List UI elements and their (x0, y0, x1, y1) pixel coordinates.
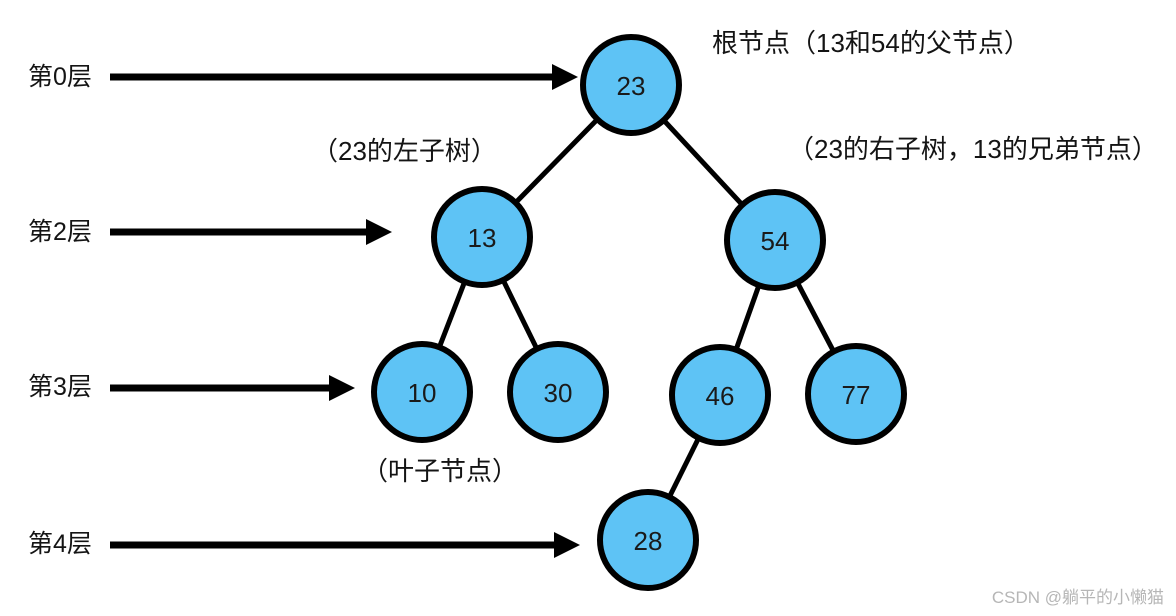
tree-node-23[interactable]: 23 (580, 34, 682, 136)
node-value-label: 28 (634, 526, 663, 556)
annotation-right-subtree-note: （23的右子树，13的兄弟节点） (788, 134, 1158, 164)
annotation-left-subtree-note: （23的左子树） (312, 136, 497, 166)
tree-node-30[interactable]: 30 (507, 341, 609, 443)
annotation-leaf-note: （叶子节点） (362, 456, 519, 486)
node-circle-23 (580, 34, 682, 136)
arrow-head-icon-0 (552, 64, 578, 90)
tree-node-10[interactable]: 10 (371, 341, 473, 443)
node-value-label: 23 (617, 71, 646, 101)
arrow-head-icon-2 (329, 375, 355, 401)
node-circle-46 (669, 344, 771, 446)
node-value-label: 54 (761, 226, 790, 256)
level-label-0: 第0层 (28, 63, 92, 91)
annotation-root-note: 根节点（13和54的父节点） (712, 28, 1030, 58)
node-circle-54 (724, 189, 826, 291)
level-label-2: 第3层 (28, 373, 92, 401)
tree-edge-n13-n30 (500, 277, 540, 352)
level-label-3: 第4层 (28, 530, 92, 558)
arrow-head-icon-3 (554, 532, 580, 558)
node-value-label: 77 (842, 380, 871, 410)
tree-edge-n23-n13 (512, 116, 601, 206)
tree-edge-n23-n54 (660, 116, 746, 209)
edges-group (436, 116, 837, 500)
tree-edge-n46-n28 (666, 435, 702, 500)
tree-edge-n54-n46 (733, 282, 762, 353)
tree-node-46[interactable]: 46 (669, 344, 771, 446)
level-arrows-group (110, 64, 580, 558)
tree-edge-n13-n10 (436, 278, 468, 351)
tree-node-77[interactable]: 77 (805, 343, 907, 445)
node-circle-10 (371, 341, 473, 443)
tree-node-13[interactable]: 13 (431, 186, 533, 288)
node-value-label: 13 (468, 223, 497, 253)
arrow-head-icon-1 (366, 219, 392, 245)
node-value-label: 30 (544, 378, 573, 408)
level-label-1: 第2层 (28, 218, 92, 246)
tree-edge-n54-n77 (794, 279, 837, 355)
tree-node-28[interactable]: 28 (597, 489, 699, 591)
tree-node-54[interactable]: 54 (724, 189, 826, 291)
node-circle-28 (597, 489, 699, 591)
nodes-group: 23 13 54 10 30 46 77 28 (371, 34, 907, 591)
node-circle-30 (507, 341, 609, 443)
node-circle-13 (431, 186, 533, 288)
watermark: CSDN @躺平的小懒猫 (991, 588, 1164, 607)
node-value-label: 46 (706, 381, 735, 411)
node-circle-77 (805, 343, 907, 445)
node-value-label: 10 (408, 378, 437, 408)
